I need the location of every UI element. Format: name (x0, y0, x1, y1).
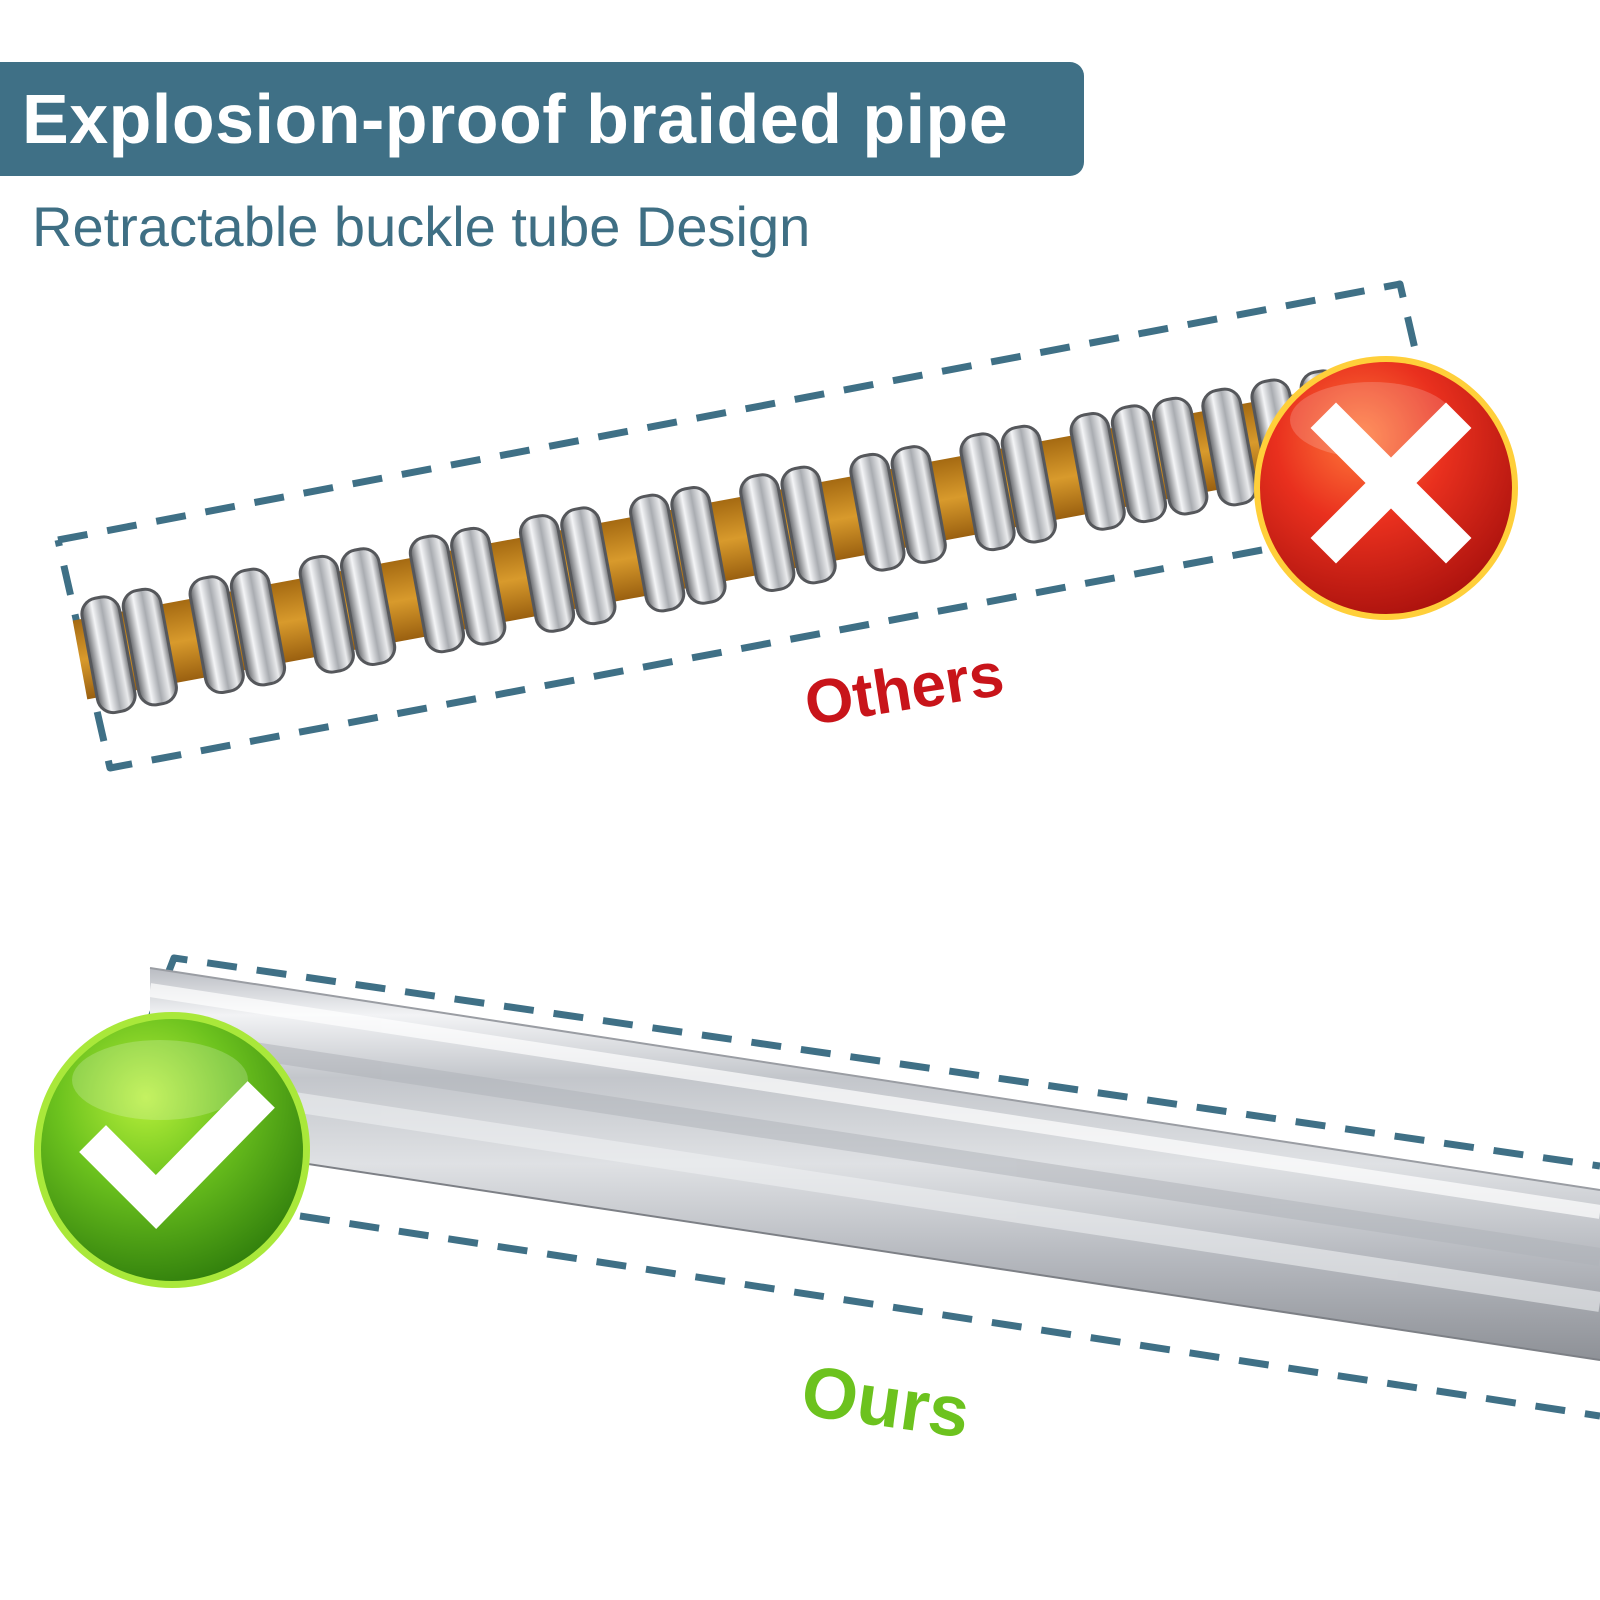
checkmark-icon (34, 1012, 310, 1288)
others-dashed-frame (54, 280, 1422, 772)
ours-smooth-pipe (149, 967, 1600, 1361)
cross-icon (1254, 356, 1518, 620)
title-banner: Explosion-proof braided pipe (0, 62, 1084, 176)
others-coiled-hose (72, 360, 1425, 715)
page-title: Explosion-proof braided pipe (22, 80, 1009, 158)
page-subtitle: Retractable buckle tube Design (32, 195, 811, 258)
